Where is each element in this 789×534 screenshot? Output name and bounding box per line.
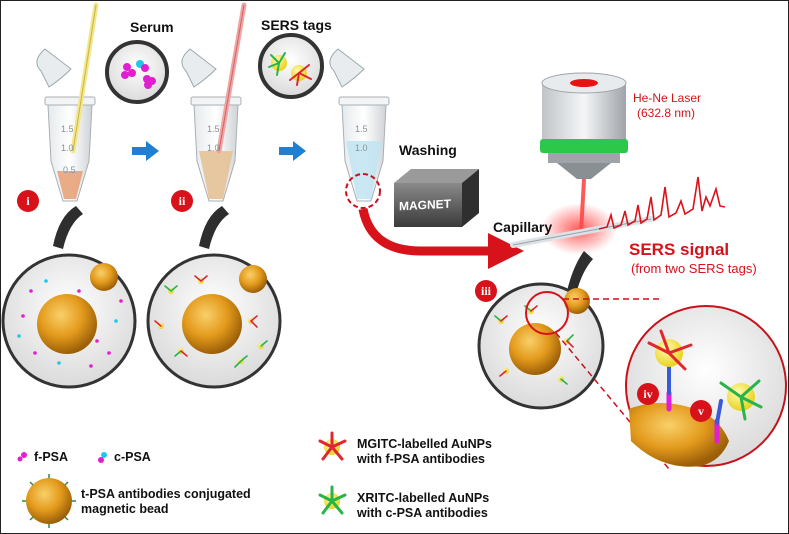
zoom-bubble-sers-tags xyxy=(258,33,324,99)
tube-scale-2: 1.0 xyxy=(61,143,74,153)
magnet-block xyxy=(394,169,479,227)
legend-bead-line1: t-PSA antibodies conjugated xyxy=(81,487,251,501)
sers-tags-iii xyxy=(494,305,574,385)
arrow-to-capillary xyxy=(358,207,524,269)
zoom-bubble-serum xyxy=(105,40,169,104)
tag-iv-mgitc xyxy=(647,329,693,412)
label-washing: Washing xyxy=(399,142,457,158)
legend-mgitc-icon xyxy=(318,431,347,461)
label-serum: Serum xyxy=(130,19,174,35)
arrow-step-2 xyxy=(279,141,306,161)
legend-c-psa: c-PSA xyxy=(114,450,151,464)
magnetic-bead-iii xyxy=(509,323,561,375)
marker-ii: ii xyxy=(171,190,193,212)
antigen-dots-i xyxy=(17,279,123,368)
label-capillary: Capillary xyxy=(493,219,553,235)
connector-bead-i xyxy=(53,206,83,249)
label-sers-signal-sub: (from two SERS tags) xyxy=(631,261,757,276)
legend-bead-text: t-PSA antibodies conjugated magnetic bea… xyxy=(81,487,251,517)
label-sers-signal: SERS signal xyxy=(629,240,730,259)
magnetic-bead-small-iii xyxy=(564,288,590,314)
magnetic-bead-small-i xyxy=(90,263,118,291)
laser-source xyxy=(540,72,628,234)
washing-focus-circle xyxy=(345,173,381,209)
sers-spectrum-line xyxy=(598,176,726,230)
marker-iv: iv xyxy=(637,383,659,405)
tube-serum xyxy=(36,2,99,202)
tube-washing xyxy=(329,48,390,202)
legend-mgitc-text: MGITC-labelled AuNPs with f-PSA antibodi… xyxy=(357,437,492,467)
connector-bead-iii xyxy=(567,251,593,294)
magnetic-bead-ii xyxy=(182,294,242,354)
magnetic-bead-i xyxy=(37,294,97,354)
tube-scale-1: 1.5 xyxy=(61,124,74,134)
legend-mgitc-line1: MGITC-labelled AuNPs xyxy=(357,437,492,451)
tube-scale-4: 1.0 xyxy=(207,143,220,153)
sers-tags-ii xyxy=(154,275,268,368)
legend-xritc-icon xyxy=(318,485,347,515)
marker-iii: iii xyxy=(475,280,497,302)
tag-v-xritc xyxy=(714,379,763,444)
legend-bead-line2: magnetic bead xyxy=(81,502,169,516)
legend-c-psa-icon xyxy=(98,452,107,463)
connector-bead-ii xyxy=(199,206,229,249)
label-sers-tags: SERS tags xyxy=(261,17,332,33)
label-laser-name: He-Ne Laser xyxy=(633,91,702,105)
label-magnet: MAGNET xyxy=(399,196,451,214)
marker-v: v xyxy=(690,400,712,422)
arrow-step-1 xyxy=(132,141,159,161)
tube-scale-5: 1.5 xyxy=(355,124,368,134)
focus-circle-iii xyxy=(525,291,569,335)
legend-xritc-line2: with c-PSA antibodies xyxy=(357,506,488,520)
legend-xritc-line1: XRITC-labelled AuNPs xyxy=(357,491,490,505)
tube-scale-7: 0.5 xyxy=(63,165,76,175)
label-laser-wavelength: (632.8 nm) xyxy=(637,106,696,120)
magnetic-bead-small-ii xyxy=(239,265,267,293)
tube-scale-6: 1.0 xyxy=(355,143,368,153)
marker-i: i xyxy=(17,190,39,212)
legend-mgitc-line2: with f-PSA antibodies xyxy=(357,452,486,466)
legend-f-psa: f-PSA xyxy=(34,450,69,464)
legend-xritc-text: XRITC-labelled AuNPs with c-PSA antibodi… xyxy=(357,491,489,521)
tube-scale-3: 1.5 xyxy=(207,124,220,134)
legend-f-psa-icon xyxy=(17,452,27,462)
laser-glow xyxy=(541,203,617,255)
legend-bead-icon xyxy=(22,474,76,528)
tube-sers-tags xyxy=(181,2,247,202)
